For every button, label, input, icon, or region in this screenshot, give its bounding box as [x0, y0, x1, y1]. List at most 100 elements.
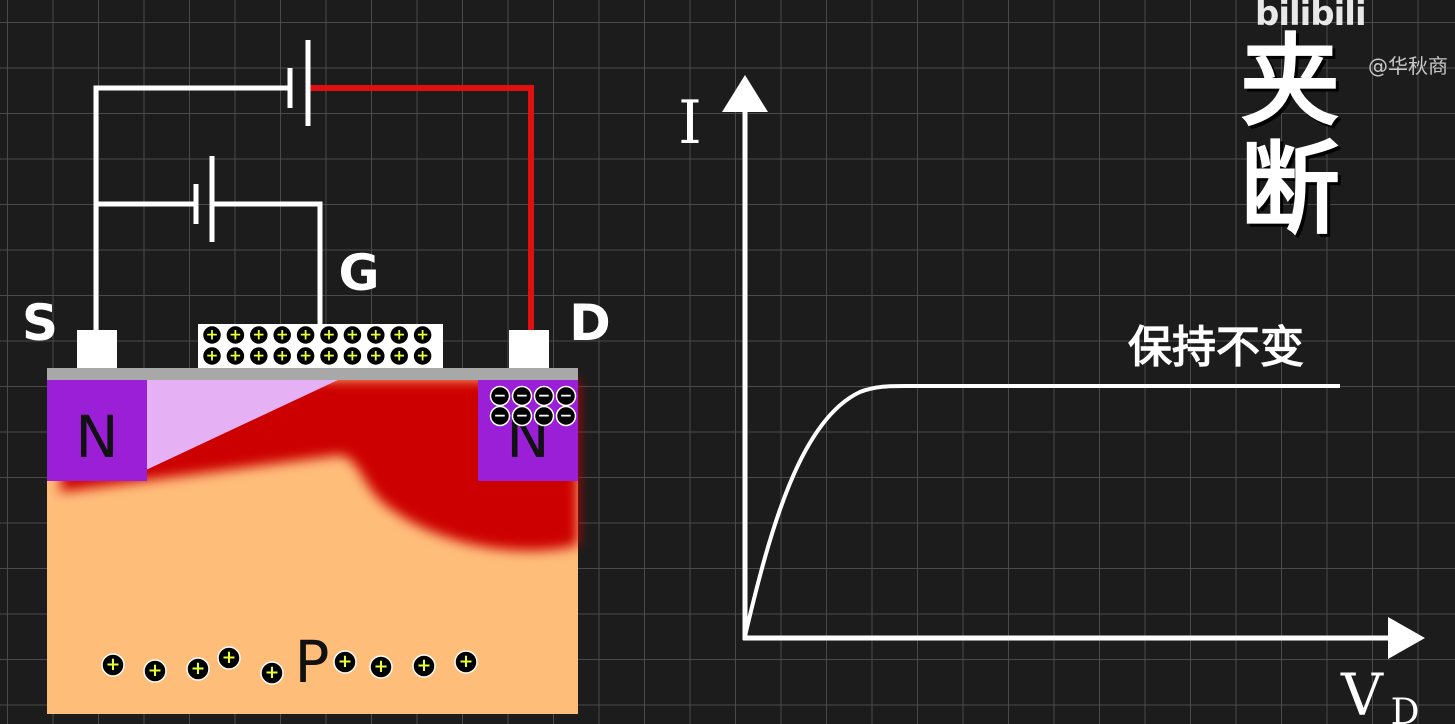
substrate-hole-sign: +: [374, 657, 389, 677]
substrate-hole-sign: +: [459, 652, 474, 672]
drain-electron-sign: −: [516, 406, 529, 424]
iv-curve: [743, 384, 1340, 637]
source-label: S: [22, 294, 58, 352]
gate-charge-sign: +: [206, 325, 219, 343]
y-axis-arrow-icon: [722, 75, 768, 112]
oxide-layer: [47, 368, 578, 380]
gate-charge: [318, 345, 340, 367]
gate-charge: [295, 345, 316, 367]
drain-battery-icon: [287, 40, 311, 126]
gate-charge-sign: +: [369, 325, 382, 343]
gate-charge: [271, 345, 293, 367]
drain-wire: [308, 85, 534, 330]
drain-electron: [489, 405, 511, 427]
source-n-label: N: [75, 403, 118, 471]
substrate-hole-sign: +: [106, 655, 121, 675]
substrate-hole-sign: +: [191, 659, 206, 679]
gate-charge: [248, 324, 270, 346]
title-char-2: 断: [1240, 131, 1340, 248]
drain-electron: [489, 385, 511, 407]
drain-electrons: −−−−−−−−: [489, 385, 577, 427]
iv-graph: I V D 保持不变: [678, 75, 1425, 724]
gate-charge: [412, 324, 433, 346]
drain-electron-sign: −: [538, 386, 551, 404]
substrate-hole: [369, 655, 393, 679]
gate-charge: [365, 345, 387, 367]
gate-charge-sign: +: [252, 325, 265, 343]
drain-electron: [555, 405, 577, 427]
gate-charge-sign: +: [299, 325, 312, 343]
inversion-channel: [146, 380, 338, 470]
substrate-hole: [186, 657, 210, 681]
gate-charge-sign: +: [346, 325, 359, 343]
gate-label: G: [338, 244, 379, 302]
gate-charge: [271, 324, 293, 346]
substrate-hole-sign: +: [222, 648, 237, 668]
x-axis-arrow-icon: [1388, 617, 1425, 659]
gate-wire-right: [212, 201, 323, 324]
gate-positive-charges: ++++++++++++++++++++: [201, 324, 433, 367]
gate-charge-sign: +: [276, 346, 289, 364]
x-axis-label: V: [1340, 661, 1384, 724]
gate-charge: [225, 324, 246, 346]
drain-electron: [533, 385, 555, 407]
gate-charge-sign: +: [206, 346, 219, 364]
drain-electron-sign: −: [494, 386, 507, 404]
drain-electrode: [509, 330, 549, 368]
title-char-1: 夹: [1240, 23, 1340, 140]
substrate-hole: [412, 654, 436, 678]
plateau-label: 保持不变: [1128, 322, 1304, 373]
gate-charge: [342, 345, 363, 367]
gate-charge: [365, 324, 387, 346]
gate-charge: [248, 345, 270, 367]
gate-charge-sign: +: [299, 346, 312, 364]
substrate-hole-sign: +: [417, 656, 432, 676]
gate-charge: [412, 345, 433, 367]
gate-charge-sign: +: [416, 346, 429, 364]
y-axis-label: I: [678, 88, 702, 158]
substrate-hole-sign: +: [265, 663, 280, 683]
gate-charge: [342, 324, 363, 346]
source-n-region: [47, 380, 147, 481]
gate-charge-sign: +: [393, 325, 406, 343]
drain-electron-sign: −: [516, 386, 529, 404]
gate-charge-sign: +: [369, 346, 382, 364]
drain-electron: [533, 405, 555, 427]
substrate-hole: [333, 650, 357, 674]
drain-electron: [511, 405, 533, 427]
substrate-hole: [101, 653, 125, 677]
gate-charge: [388, 324, 410, 346]
substrate-holes: + + + + + + + + +: [101, 646, 478, 685]
bilibili-logo: bilibili: [1255, 0, 1367, 34]
drain-electron-sign: −: [560, 386, 573, 404]
substrate-hole: [260, 661, 284, 685]
drain-label: D: [569, 294, 611, 352]
gate-charge: [201, 324, 223, 346]
substrate-hole-sign: +: [338, 652, 353, 672]
gate-charge: [225, 345, 246, 367]
drain-electron-sign: −: [538, 406, 551, 424]
drain-electron-sign: −: [494, 406, 507, 424]
substrate-hole: [454, 650, 478, 674]
drain-electron: [555, 385, 577, 407]
gate-charge-sign: +: [323, 325, 336, 343]
gate-charge-sign: +: [229, 346, 242, 364]
gate-charge-sign: +: [276, 325, 289, 343]
gate-charge-sign: +: [252, 346, 265, 364]
gate-charge-sign: +: [416, 325, 429, 343]
gate-battery-icon: [193, 156, 215, 242]
gate-charge: [295, 324, 316, 346]
source-electrode: [77, 330, 117, 368]
drain-electron-sign: −: [560, 406, 573, 424]
p-substrate-label: P: [295, 628, 330, 696]
substrate-hole: [143, 659, 167, 683]
gate-charge: [318, 324, 340, 346]
x-axis-subscript: D: [1391, 692, 1420, 724]
gate-charge-sign: +: [346, 346, 359, 364]
watermark-user: @华秋商: [1368, 54, 1448, 78]
substrate-hole-sign: +: [148, 661, 163, 681]
source-wire: [93, 85, 290, 330]
substrate-hole: [217, 646, 241, 670]
gate-charge-sign: +: [323, 346, 336, 364]
